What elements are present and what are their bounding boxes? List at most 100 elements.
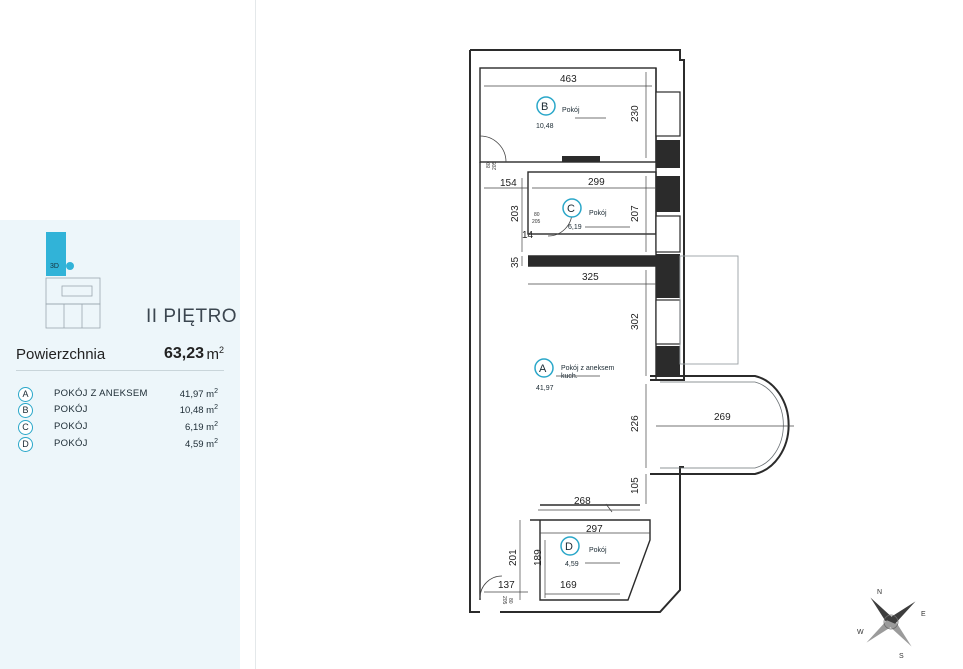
needle-west — [866, 620, 893, 643]
wall-block — [562, 156, 600, 162]
dim-105: 105 — [630, 477, 641, 494]
wall-room-d — [530, 519, 651, 601]
compass-needles — [866, 597, 916, 647]
mini-plan-highlight — [46, 232, 66, 276]
room-badge: C — [18, 420, 33, 435]
dim-14: 14 — [522, 230, 534, 241]
room-name: POKÓJ — [54, 438, 88, 449]
room-area-text: 10,48 m — [179, 405, 215, 417]
dim-269: 269 — [714, 412, 731, 423]
room-marker-name-2: kuch. — [561, 373, 578, 380]
dim-207: 207 — [630, 205, 641, 222]
room-marker-name: Pokój — [562, 107, 580, 114]
floor-plan: 463 230 154 299 203 207 14 35 325 302 22… — [469, 49, 794, 613]
room-marker-area: 41,97 — [536, 385, 554, 392]
room-marker-circle — [536, 96, 556, 116]
room-area-exp: 2 — [214, 421, 218, 428]
total-area-value: 63,23 — [163, 345, 204, 362]
room-marker-letter: A — [539, 363, 547, 375]
compass-e: E — [921, 611, 926, 618]
window — [655, 91, 681, 137]
door-width: 80 — [507, 598, 513, 604]
room-marker-a[interactable]: A Pokój z aneksem kuch. 41,97 — [534, 358, 614, 392]
outer-wall-south-east — [500, 466, 684, 613]
dim-325: 325 — [582, 272, 599, 283]
room-badge: B — [18, 403, 33, 418]
room-marker-area: 10,48 — [536, 123, 554, 130]
dimension-labels: 463 230 154 299 203 207 14 35 325 302 22… — [498, 74, 731, 591]
room-area: 10,48 m2 — [180, 404, 218, 416]
room-marker-name: Pokój z aneksem — [561, 365, 614, 372]
needle-north — [870, 597, 893, 624]
room-area-exp: 2 — [214, 438, 218, 445]
needle-south — [889, 620, 912, 647]
total-area-unit: m2 — [206, 345, 224, 363]
door-arc — [479, 135, 507, 163]
dim-463: 463 — [560, 74, 577, 85]
room-badge: A — [18, 387, 33, 402]
total-area-row: Powierzchnia 63,23 m2 — [16, 344, 224, 371]
mini-plan-badge: 3D — [50, 263, 59, 270]
door-height: 205 — [501, 596, 507, 605]
room-list-item-a[interactable]: A POKÓJ Z ANEKSEM 41,97 m2 — [18, 387, 218, 403]
door-width: 80 — [534, 212, 540, 218]
unit-text: m — [206, 346, 219, 363]
mini-plan-room — [61, 285, 93, 297]
room-marker-b[interactable]: B Pokój 10,48 — [536, 96, 580, 130]
dim-137: 137 — [498, 580, 515, 591]
room-marker-circle — [562, 198, 582, 218]
mini-floor-plan[interactable]: 3D — [38, 228, 108, 332]
dimension-lines — [484, 72, 794, 600]
inner-walls — [479, 67, 657, 601]
room-area-text: 41,97 m — [179, 389, 215, 401]
room-name: POKÓJ Z ANEKSEM — [54, 388, 148, 399]
pillar — [656, 140, 680, 168]
dim-230: 230 — [630, 105, 641, 122]
pillar — [656, 176, 680, 212]
dim-169: 169 — [560, 580, 577, 591]
needle-east — [889, 601, 916, 624]
total-area-label: Powierzchnia — [16, 346, 106, 363]
room-area-text: 4,59 m — [185, 439, 215, 451]
room-area-exp: 2 — [214, 404, 218, 411]
room-marker-name: Pokój — [589, 210, 607, 217]
door-labels: 80 205 80 205 80 205 — [486, 161, 541, 604]
dim-268: 268 — [574, 496, 591, 507]
unit-exponent: 2 — [218, 345, 224, 355]
dim-154: 154 — [500, 178, 517, 189]
door-arc — [479, 575, 503, 599]
room-area: 6,19 m2 — [185, 421, 218, 433]
dim-299: 299 — [588, 177, 605, 188]
room-marker-circle — [534, 358, 554, 378]
wall-fill — [528, 256, 656, 266]
bay-window — [650, 375, 790, 475]
pillar — [656, 254, 680, 298]
room-area-exp: 2 — [214, 388, 218, 395]
room-list-item-c[interactable]: C POKÓJ 6,19 m2 — [18, 420, 218, 436]
window — [655, 215, 681, 253]
room-list-item-b[interactable]: B POKÓJ 10,48 m2 — [18, 403, 218, 419]
info-card — [0, 220, 240, 669]
sidebar: 3D II PIĘTRO Powierzchnia 63,23 m2 A POK… — [0, 0, 256, 669]
floor-label: II PIĘTRO — [146, 306, 238, 327]
room-list-item-d[interactable]: D POKÓJ 4,59 m2 — [18, 437, 218, 453]
outer-wall-north-east — [470, 49, 685, 381]
room-badge: D — [18, 437, 33, 452]
mini-plan-lower — [45, 303, 101, 329]
room-marker-circle — [560, 536, 580, 556]
compass-rose-icon: N E S W — [857, 589, 926, 660]
pillar — [656, 346, 680, 376]
room-marker-letter: D — [565, 541, 573, 553]
window — [655, 299, 681, 345]
room-marker-area: 6,19 — [568, 224, 582, 231]
room-marker-name: Pokój — [589, 547, 607, 554]
mini-plan-marker — [66, 262, 74, 270]
compass-w: W — [857, 629, 864, 636]
balcony — [679, 255, 739, 365]
room-marker-c[interactable]: C Pokój 6,19 — [562, 198, 607, 231]
room-marker-d[interactable]: D Pokój 4,59 — [560, 536, 607, 568]
room-name: POKÓJ — [54, 421, 88, 432]
door-height: 205 — [492, 161, 498, 170]
dim-201: 201 — [508, 549, 519, 566]
compass-ring — [883, 614, 899, 630]
